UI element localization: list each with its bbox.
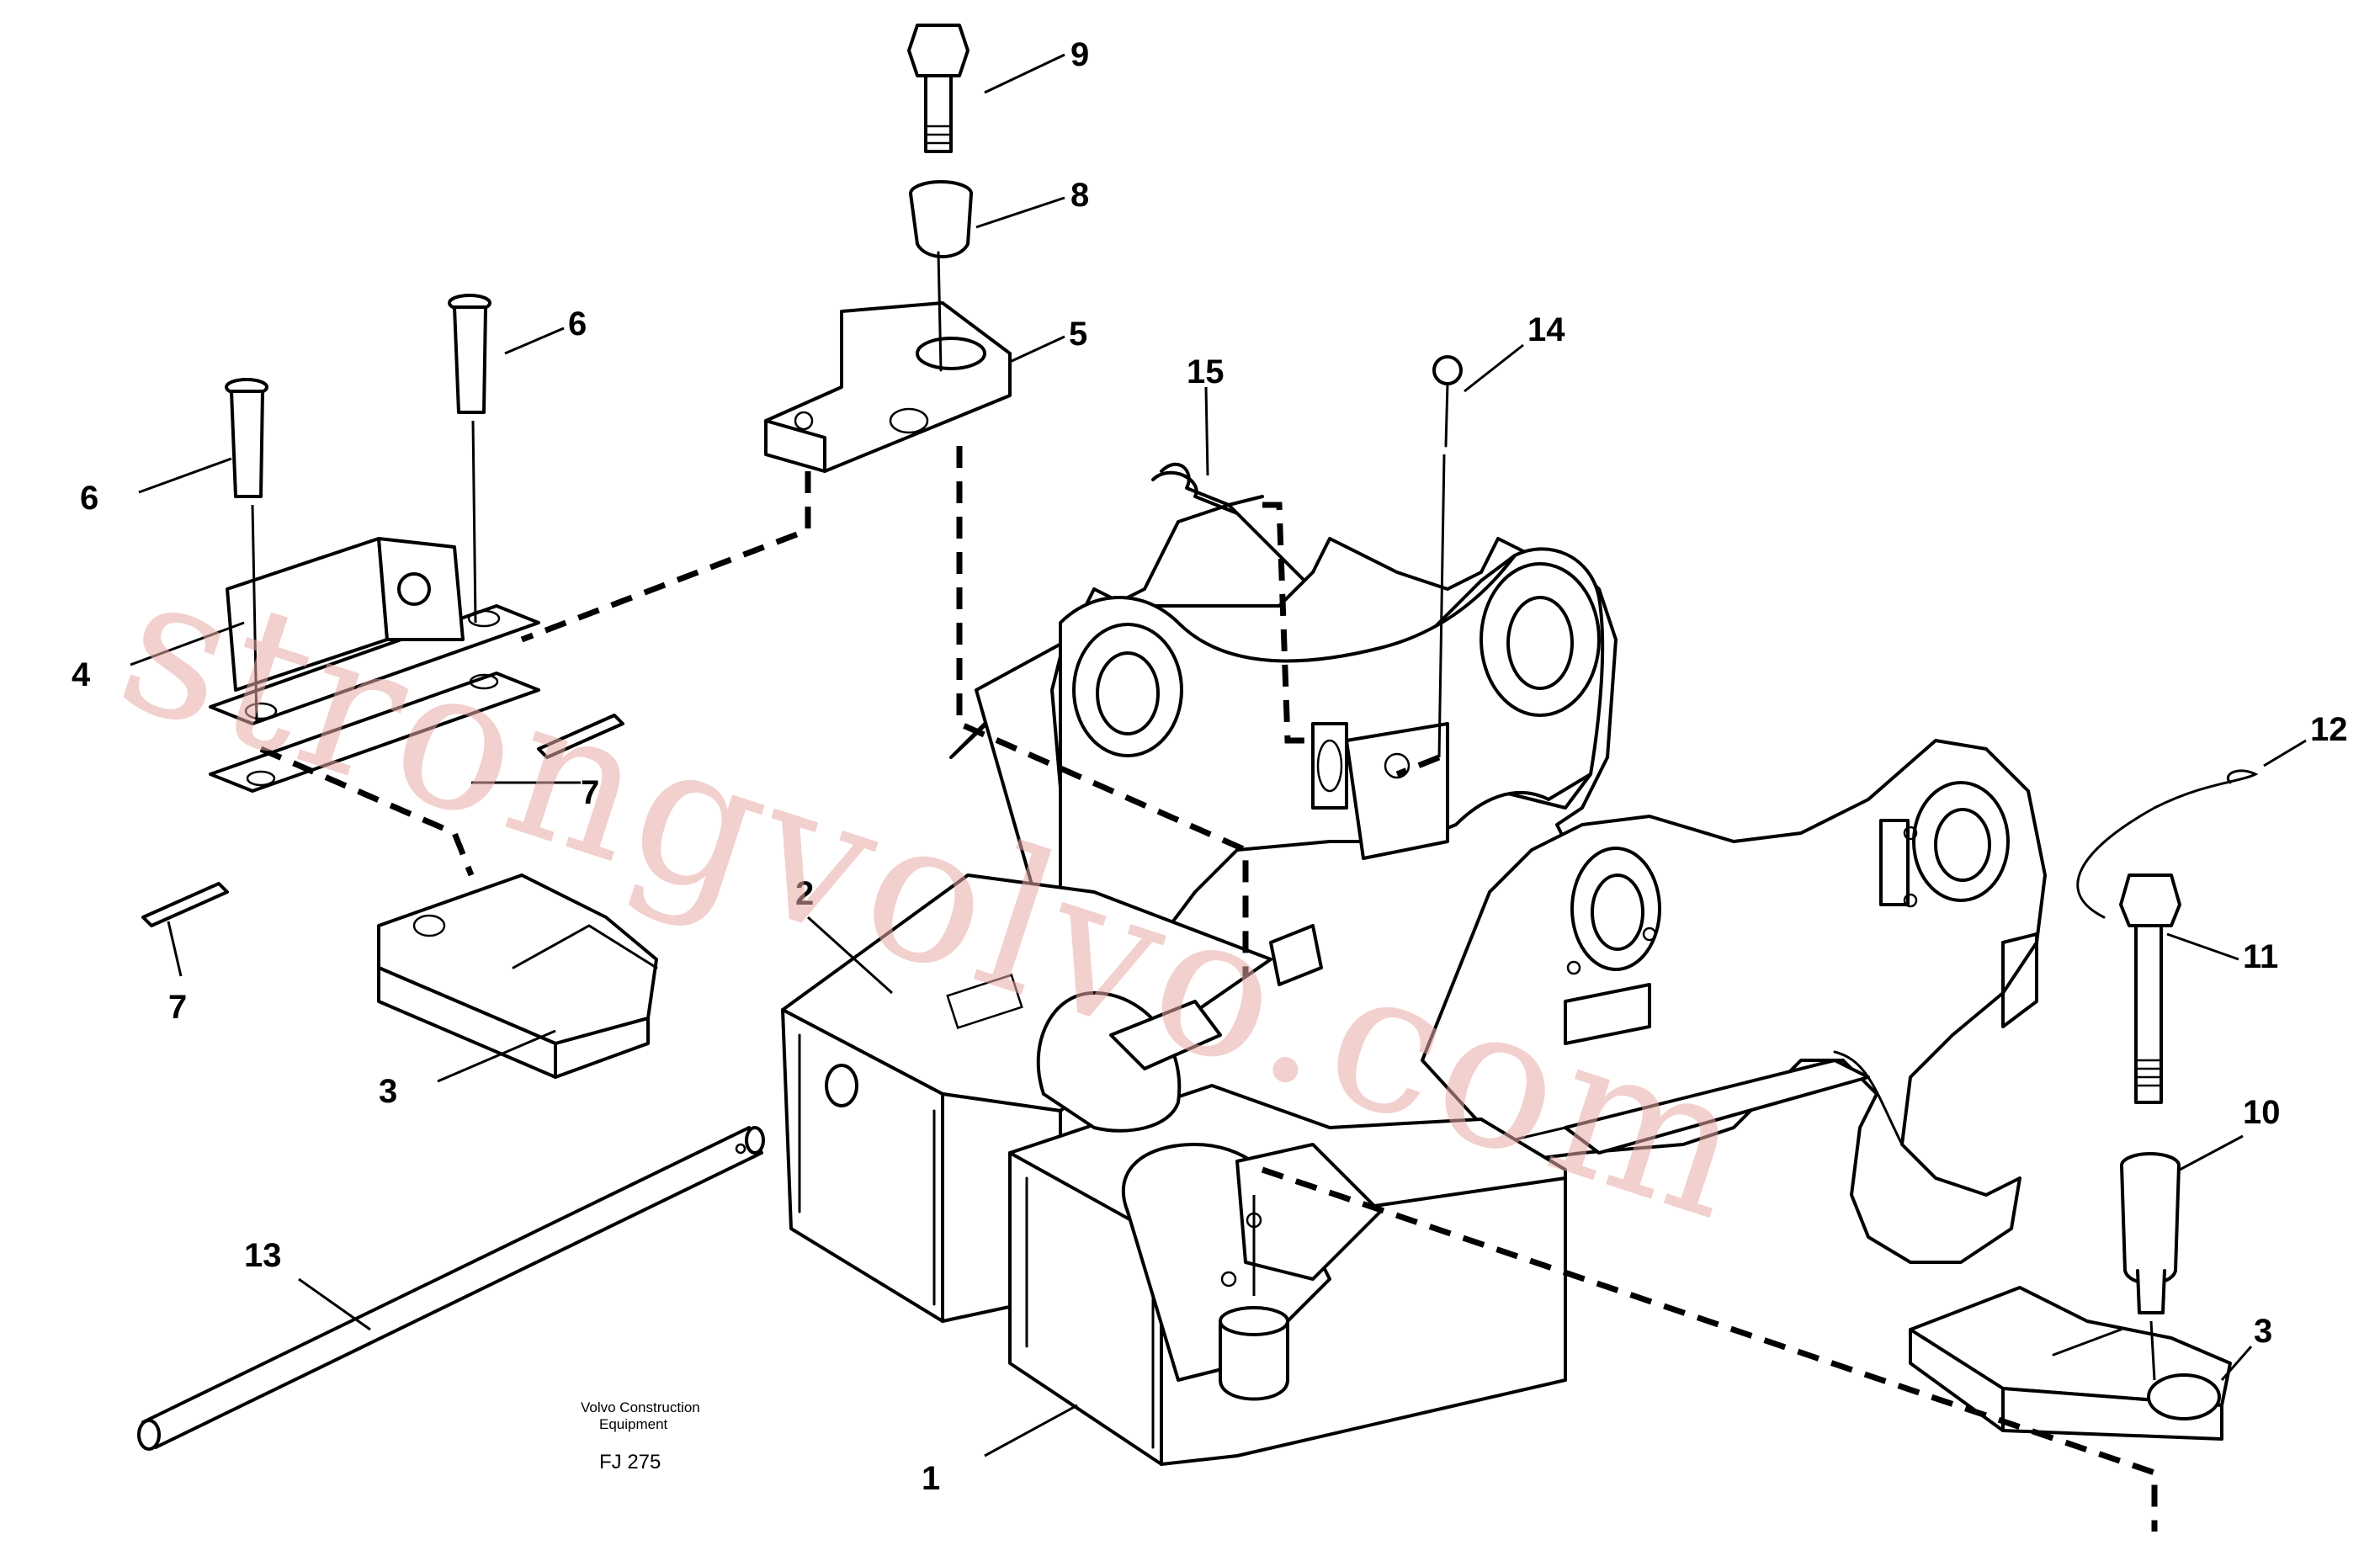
caption-line1: Volvo Construction: [581, 1399, 700, 1415]
caption: Volvo Construction Equipment FJ 275: [581, 1399, 700, 1473]
callout-12: 12: [2310, 711, 2348, 748]
assembly-lines: [259, 446, 2158, 1532]
callout-7-lower: 7: [168, 989, 187, 1026]
bolt-right: [2119, 873, 2181, 1104]
coupler-lock-block: [1008, 991, 1567, 1466]
pins: [225, 294, 491, 725]
r-clip: [1151, 462, 1264, 515]
shaft: [137, 1126, 765, 1451]
callout-10: 10: [2243, 1094, 2281, 1131]
callout-7-upper: 7: [581, 774, 599, 811]
figure-code: FJ 275: [599, 1451, 661, 1473]
callout-3-left: 3: [379, 1073, 397, 1110]
cotter-pins: [141, 714, 624, 927]
callout-1: 1: [922, 1460, 940, 1497]
ring-pin: [1432, 355, 1463, 758]
callout-4: 4: [72, 656, 91, 693]
wire: [2076, 769, 2259, 919]
callout-3-right: 3: [2254, 1313, 2272, 1350]
callout-11: 11: [2243, 938, 2278, 975]
callout-numbers: 1 2 3 3 4 5 6 6 7 7 8 9 10 11 12 13 14 1…: [72, 36, 2348, 1497]
retainer-block-right: [1909, 1286, 2232, 1441]
bushing-right: [2120, 1152, 2181, 1381]
callout-13: 13: [244, 1237, 282, 1274]
callout-14: 14: [1527, 311, 1565, 348]
pin-left: [225, 378, 268, 725]
callout-6-right: 6: [568, 305, 587, 342]
pin-right: [448, 294, 491, 624]
callout-9: 9: [1070, 36, 1089, 73]
callout-6-left: 6: [80, 480, 98, 517]
coupler-frame: [949, 503, 2047, 1264]
bolt-top: [907, 24, 970, 153]
leader-lines: [130, 53, 2307, 1457]
bushing-top: [909, 180, 973, 372]
caption-line2: Equipment: [599, 1416, 668, 1432]
callout-5: 5: [1069, 316, 1087, 353]
link-arm: [764, 301, 1012, 473]
callout-15: 15: [1187, 353, 1225, 390]
bracket: [209, 537, 540, 793]
callout-8: 8: [1070, 177, 1089, 214]
callout-2: 2: [795, 875, 814, 912]
